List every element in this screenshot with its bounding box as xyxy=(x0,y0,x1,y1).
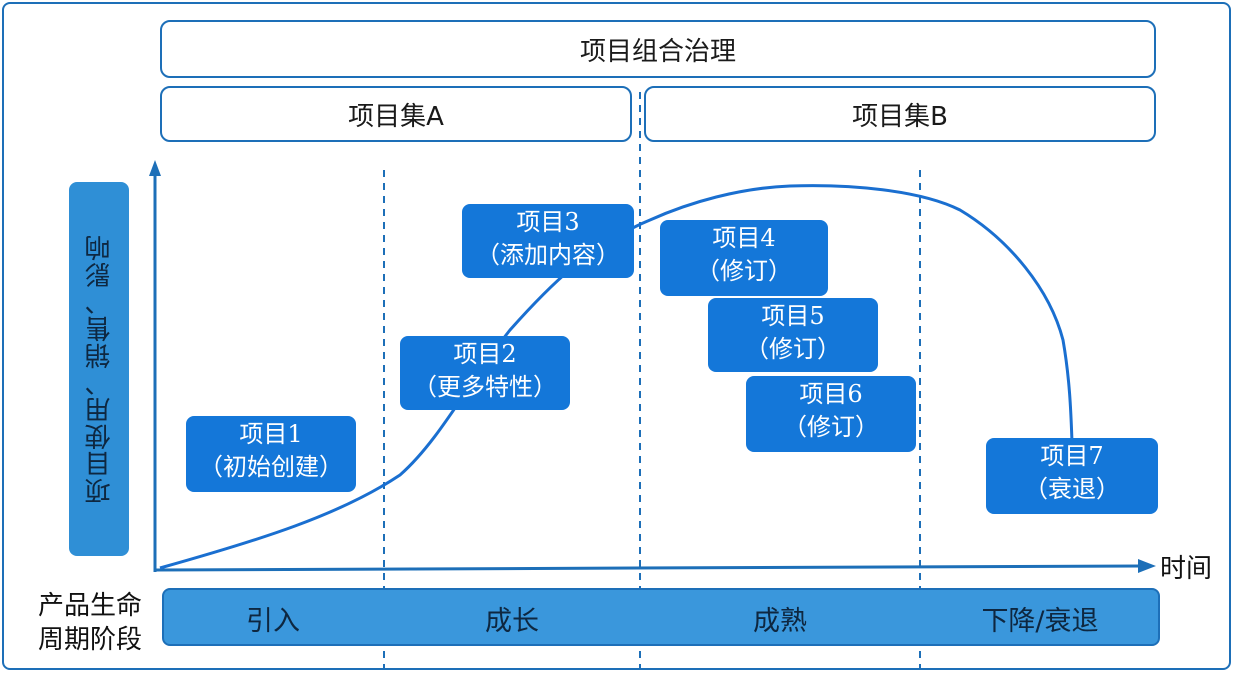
project-2-note: （更多特性） xyxy=(413,373,557,401)
project-5-note: （修订） xyxy=(745,335,841,363)
project-2-box: 项目2 （更多特性） xyxy=(400,336,570,410)
x-axis-arrow xyxy=(1138,559,1156,573)
x-axis-label: 时间 xyxy=(1160,554,1213,584)
project-3-title: 项目3 xyxy=(516,208,580,236)
project-4-note: （修订） xyxy=(696,257,792,285)
lifecycle-label-line-1: 产品生命 xyxy=(37,591,142,621)
project-1-box: 项目1 （初始创建） xyxy=(186,416,356,492)
y-axis-label: 项目使用、销售、影响 xyxy=(84,234,115,504)
lifecycle-stage-bar xyxy=(162,588,1160,646)
project-6-note: （修订） xyxy=(783,413,879,441)
y-axis-label-box: 项目使用、销售、影响 xyxy=(69,182,129,556)
stage-maturity: 成熟 xyxy=(753,605,807,637)
x-axis xyxy=(154,564,1143,572)
project-1-note: （初始创建） xyxy=(199,453,343,481)
program-a-box: 项目集A xyxy=(160,86,632,142)
stage-decline: 下降/衰退 xyxy=(981,605,1099,637)
program-a-label: 项目集A xyxy=(348,101,444,132)
project-7-title: 项目7 xyxy=(1040,442,1104,470)
portfolio-governance-box: 项目组合治理 xyxy=(160,20,1156,78)
portfolio-title: 项目组合治理 xyxy=(579,36,736,67)
project-3-note: （添加内容） xyxy=(476,241,620,269)
project-5-title: 项目5 xyxy=(761,302,825,330)
project-2-title: 项目2 xyxy=(453,340,517,368)
project-5-box: 项目5 （修订） xyxy=(708,298,878,372)
project-7-note: （衰退） xyxy=(1024,475,1120,503)
project-4-title: 项目4 xyxy=(712,224,776,252)
project-6-title: 项目6 xyxy=(799,380,863,408)
y-axis-arrow xyxy=(149,160,161,176)
project-4-box: 项目4 （修订） xyxy=(660,220,828,296)
project-7-box: 项目7 （衰退） xyxy=(986,438,1158,514)
stage-introduction: 引入 xyxy=(246,605,300,637)
lifecycle-label-line-2: 周期阶段 xyxy=(37,625,142,655)
program-b-label: 项目集B xyxy=(852,101,948,132)
project-6-box: 项目6 （修订） xyxy=(746,376,916,452)
lifecycle-curve xyxy=(159,184,1074,570)
project-1-title: 项目1 xyxy=(239,420,303,448)
stage-growth: 成长 xyxy=(485,605,539,637)
program-b-box: 项目集B xyxy=(644,86,1156,142)
project-3-box: 项目3 （添加内容） xyxy=(462,204,634,278)
